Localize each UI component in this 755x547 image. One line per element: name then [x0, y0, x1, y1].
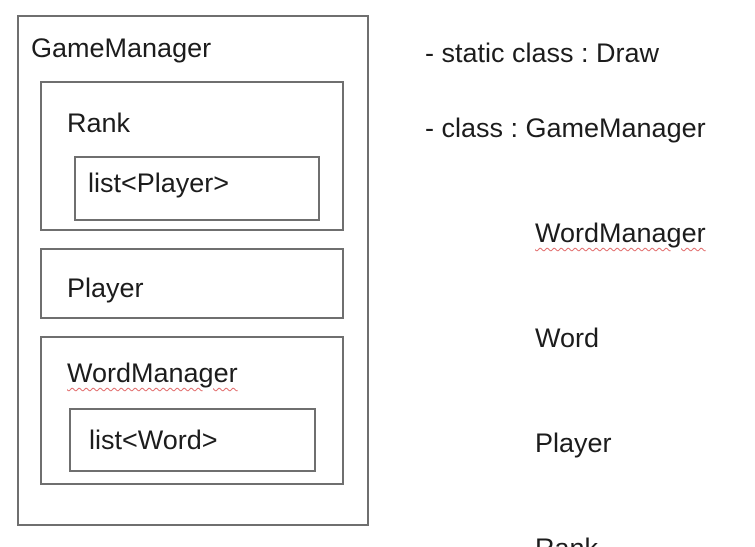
class-list-item-wordmanager: WordManager [535, 218, 706, 248]
game-manager-box: GameManager Rank list<Player> Player Wor… [17, 15, 369, 526]
player-label: Player [67, 273, 144, 303]
class-list-item-rank: Rank [535, 531, 706, 547]
list-word-box: list<Word> [69, 408, 316, 472]
word-manager-box: WordManager list<Word> [40, 336, 344, 485]
list-word-label: list<Word> [89, 425, 218, 455]
rank-label: Rank [67, 108, 131, 138]
class-list-item-player: Player [535, 428, 612, 458]
note-static-class: - static class : Draw [425, 38, 660, 68]
player-box: Player [40, 248, 344, 319]
class-list-item-word: Word [535, 323, 600, 353]
note-class-line: - class : GameManager [425, 113, 706, 143]
game-manager-label: GameManager [31, 33, 212, 63]
list-player-label: list<Player> [88, 168, 230, 198]
rank-box: Rank list<Player> [40, 81, 344, 231]
list-player-box: list<Player> [74, 156, 320, 221]
word-manager-label: WordManager [67, 358, 238, 388]
class-list: WordManager Word Player Rank [535, 146, 706, 547]
